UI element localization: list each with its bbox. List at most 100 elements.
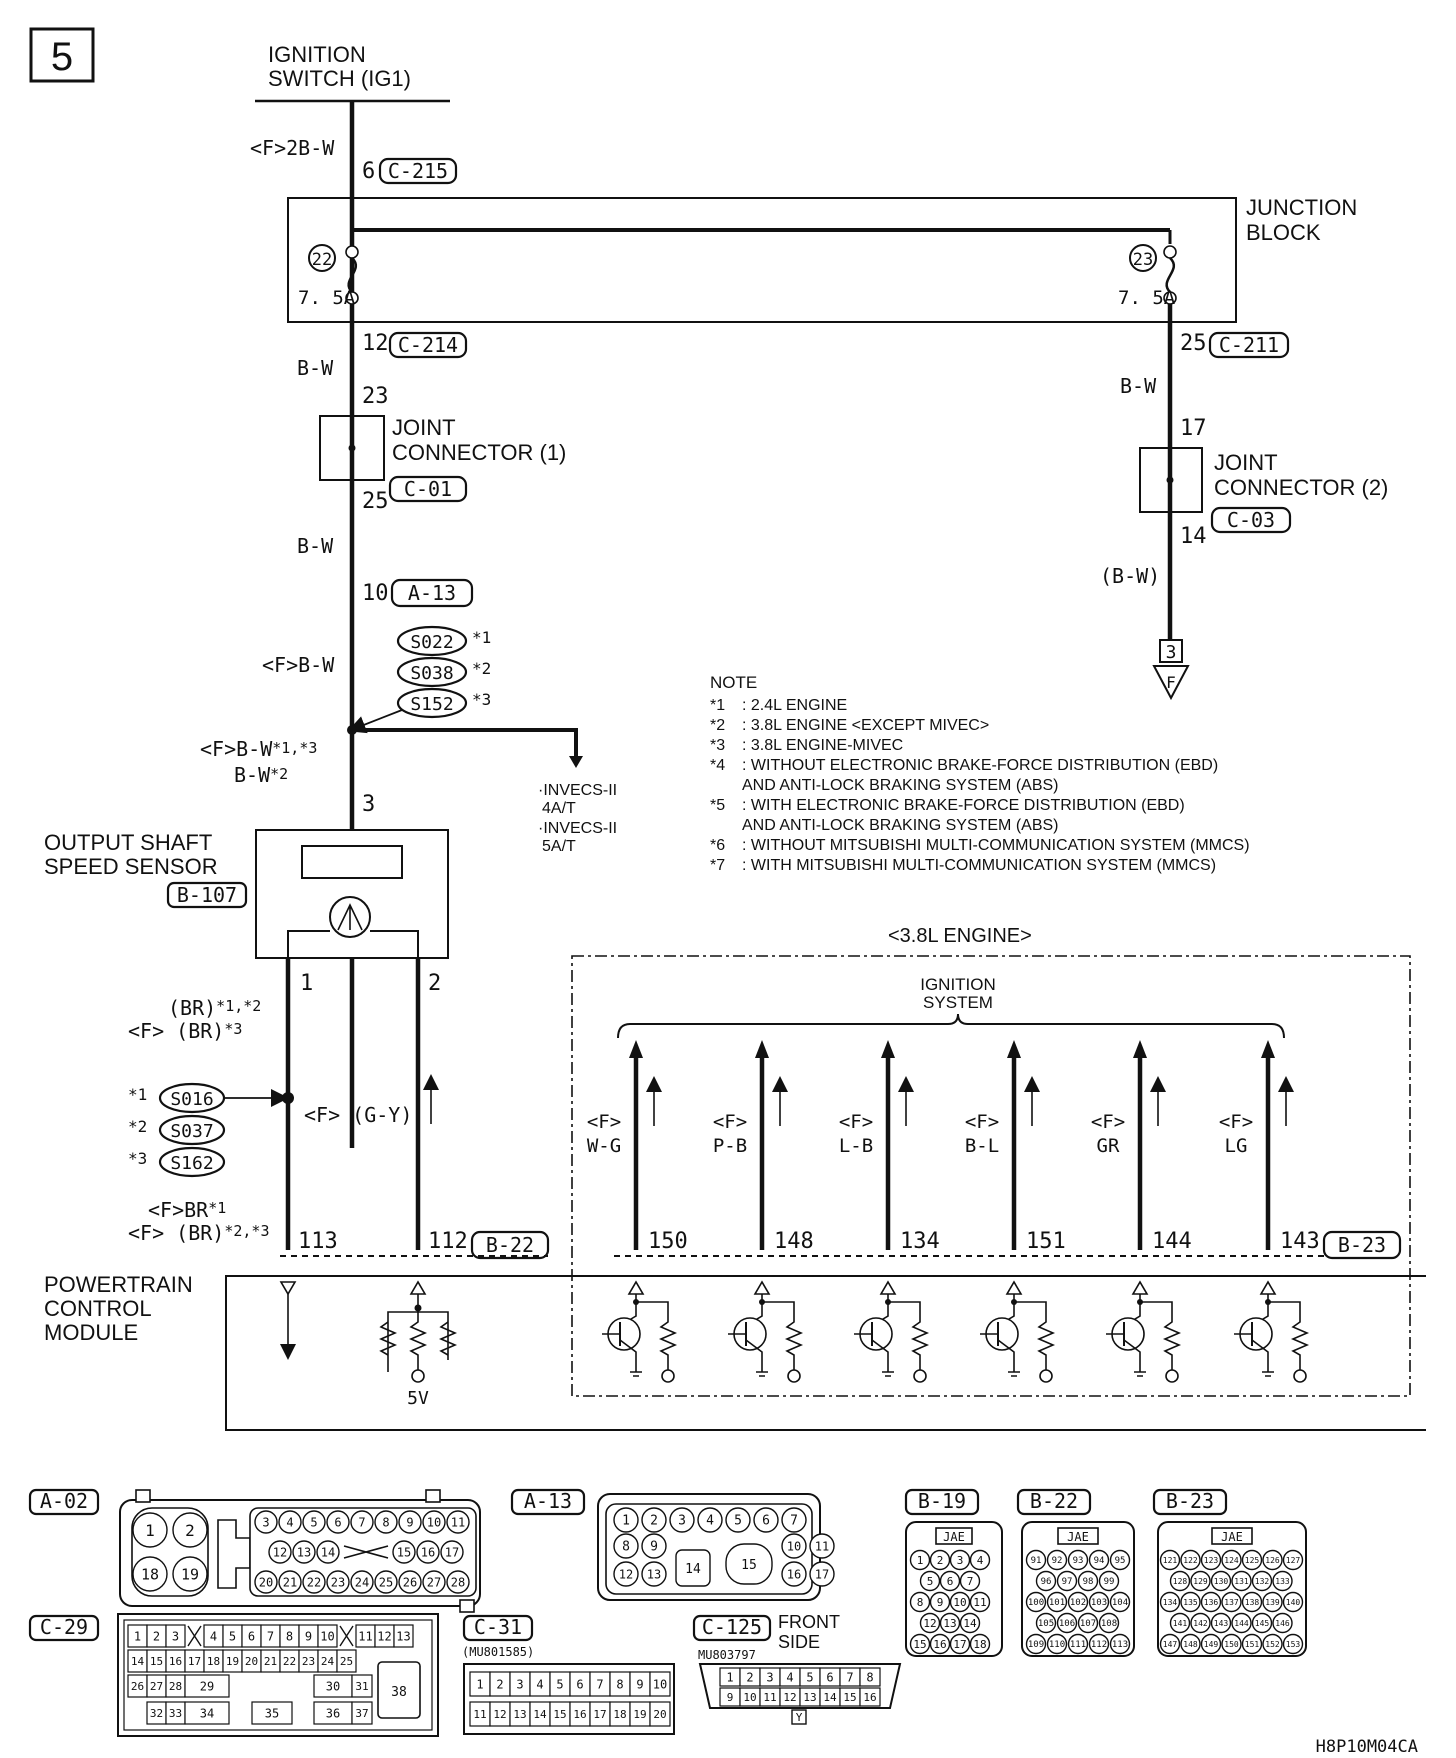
junction-block: [287, 197, 1237, 323]
pin-3: 3: [362, 792, 375, 817]
joint1-label-1: JOINT: [392, 415, 456, 440]
svg-text:25: 25: [379, 1575, 393, 1589]
svg-text:*1: *1: [710, 697, 725, 714]
wire-label-bw-2: B-W: [297, 534, 334, 558]
svg-text:JAE: JAE: [1221, 1530, 1243, 1544]
svg-text:12: 12: [619, 1567, 633, 1581]
svg-text:23: 23: [1133, 250, 1153, 270]
svg-text:1: 1: [134, 1629, 141, 1643]
svg-text:26: 26: [403, 1575, 417, 1589]
svg-text:B-19: B-19: [918, 1489, 966, 1513]
ignition-system-2: SYSTEM: [923, 993, 993, 1012]
svg-text:AND ANTI-LOCK BRAKING SYSTEM (: AND ANTI-LOCK BRAKING SYSTEM (ABS): [742, 817, 1059, 834]
svg-text:14: 14: [963, 1617, 977, 1630]
pin-2: 2: [428, 971, 441, 996]
svg-text:P-B: P-B: [713, 1135, 747, 1157]
engine-region: [571, 955, 1411, 1397]
svg-text:111: 111: [1070, 1640, 1086, 1650]
svg-text:95: 95: [1115, 1556, 1126, 1566]
svg-text:99: 99: [1104, 1577, 1115, 1587]
svg-text:123: 123: [1204, 1556, 1219, 1565]
svg-text:152: 152: [1265, 1640, 1280, 1649]
svg-text:19: 19: [633, 1708, 646, 1721]
svg-text:9: 9: [650, 1540, 658, 1555]
svg-text:12: 12: [273, 1545, 287, 1559]
svg-text:B-23: B-23: [1338, 1233, 1386, 1257]
splice-s038: S038 *2: [396, 656, 491, 688]
svg-text:4: 4: [706, 1514, 714, 1529]
svg-text:9: 9: [937, 1596, 944, 1609]
svg-text:B-107: B-107: [177, 883, 237, 907]
svg-text:2: 2: [746, 1670, 753, 1684]
connector-label-a02: A-02: [28, 1488, 100, 1516]
svg-text:124: 124: [1224, 1556, 1239, 1565]
invecs-3: ·INVECS-II: [538, 820, 617, 837]
ignition-system-bracket: [617, 1013, 1285, 1039]
svg-text:A-02: A-02: [40, 1489, 88, 1513]
splice-arrow-top: [347, 709, 403, 734]
svg-text:134: 134: [1163, 1598, 1178, 1607]
svg-text:5: 5: [229, 1629, 236, 1643]
sensor-label-2: SPEED SENSOR: [44, 854, 218, 879]
svg-text:6: 6: [334, 1515, 341, 1529]
svg-text:13: 13: [396, 1629, 410, 1643]
notes-block: NOTE *1: 2.4L ENGINE*2: 3.8L ENGINE <EXC…: [710, 673, 1250, 874]
svg-text:7: 7: [267, 1629, 274, 1643]
wire-br-3: <F>BR*1: [148, 1198, 226, 1222]
svg-text:S037: S037: [170, 1121, 213, 1142]
connector-tag-a13: A-13: [390, 578, 474, 608]
svg-text:18: 18: [613, 1708, 626, 1721]
svg-text:4: 4: [210, 1629, 217, 1643]
svg-text:38: 38: [391, 1685, 407, 1700]
svg-text:93: 93: [1073, 1556, 1084, 1566]
svg-text:13: 13: [647, 1567, 661, 1581]
svg-text:JAE: JAE: [943, 1530, 965, 1544]
svg-text:151: 151: [1245, 1640, 1260, 1649]
svg-text:: WITHOUT MITSUBISHI MULTI-COM: : WITHOUT MITSUBISHI MULTI-COMMUNICATION…: [742, 837, 1250, 854]
svg-text:3: 3: [516, 1677, 523, 1691]
svg-text:17: 17: [188, 1655, 201, 1668]
svg-text:16: 16: [933, 1638, 946, 1651]
svg-text:29: 29: [200, 1679, 214, 1693]
svg-text:103: 103: [1091, 1598, 1107, 1608]
pin-25: 25: [362, 489, 389, 514]
svg-text:31: 31: [355, 1680, 368, 1693]
svg-text:*1: *1: [128, 1085, 147, 1104]
svg-text:101: 101: [1049, 1598, 1065, 1608]
driver-transistor-150: [602, 1280, 678, 1383]
fuse-23: 23 7. 5A: [1118, 244, 1177, 309]
svg-text:22: 22: [307, 1575, 321, 1589]
svg-text:144: 144: [1234, 1619, 1249, 1628]
svg-text:129: 129: [1193, 1577, 1208, 1586]
svg-text:19: 19: [181, 1565, 199, 1583]
junction-label-2: BLOCK: [1246, 220, 1321, 245]
svg-text:C-29: C-29: [40, 1615, 88, 1639]
wire-br-4: <F> (BR)*2,*3: [128, 1221, 269, 1245]
svg-text:153: 153: [1286, 1640, 1301, 1649]
svg-text:7: 7: [596, 1677, 603, 1691]
svg-text:B-L: B-L: [965, 1135, 999, 1157]
svg-text:4: 4: [977, 1554, 984, 1567]
svg-text:10: 10: [953, 1596, 966, 1609]
svg-text:11: 11: [473, 1708, 486, 1721]
pin-112: 112: [428, 1229, 468, 1254]
svg-text:106: 106: [1059, 1619, 1075, 1629]
svg-text:147: 147: [1163, 1640, 1178, 1649]
driver-transistor-144: [1106, 1280, 1182, 1383]
svg-text:: WITH ELECTRONIC BRAKE-FORCE: : WITH ELECTRONIC BRAKE-FORCE DISTRIBUTI…: [742, 797, 1185, 814]
svg-text:GR: GR: [1097, 1135, 1120, 1157]
note-row: AND ANTI-LOCK BRAKING SYSTEM (ABS): [742, 817, 1059, 834]
svg-text:32: 32: [150, 1707, 163, 1720]
svg-text:36: 36: [326, 1706, 340, 1720]
svg-text:12: 12: [923, 1617, 936, 1630]
svg-text:<F>: <F>: [713, 1111, 747, 1133]
svg-text:<F>: <F>: [1091, 1111, 1125, 1133]
svg-text:14: 14: [823, 1691, 837, 1704]
svg-text:13: 13: [943, 1617, 956, 1630]
svg-text:*2: *2: [128, 1117, 147, 1136]
svg-text:9: 9: [636, 1677, 643, 1691]
svg-text:92: 92: [1052, 1556, 1063, 1566]
svg-text:141: 141: [1173, 1619, 1188, 1628]
